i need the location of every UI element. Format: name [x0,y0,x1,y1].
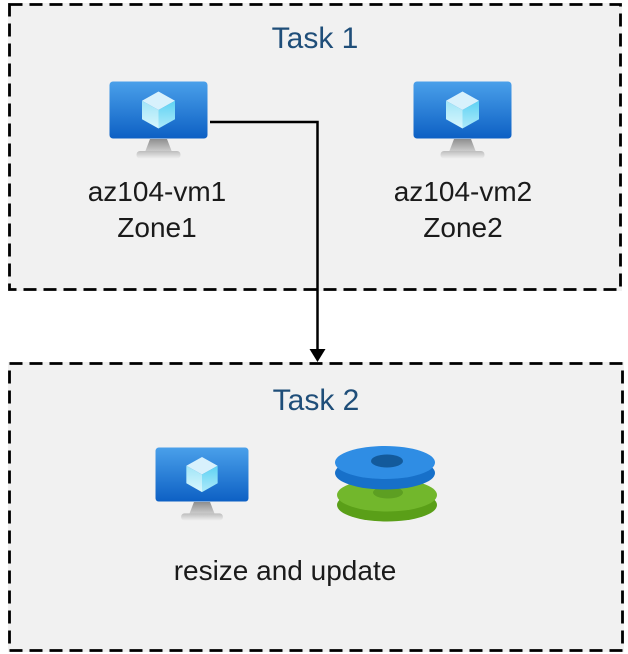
vm2-virtual-machine-icon [413,81,512,159]
task1-title: Task 1 [271,22,359,55]
managed-disks-icon [335,446,437,522]
vm2-zone: Zone2 [423,212,503,243]
vm1-label: az104-vm1 Zone1 [37,174,277,246]
task2-caption: resize and update [173,555,397,586]
task2-title: Task 2 [272,384,360,417]
task1-box: Task 1 az104-vm1 Zone1 az104-vm2 Zone2 [8,3,622,291]
vm1-name: az104-vm1 [87,176,227,207]
vm1-virtual-machine-icon [109,81,208,159]
vm1-zone: Zone1 [117,212,197,243]
task2-box: Task 2 resize and update [8,362,624,652]
vm2-label: az104-vm2 Zone2 [343,174,583,246]
task2-virtual-machine-icon [155,447,249,521]
vm2-name: az104-vm2 [393,176,533,207]
arrow-down-icon [309,349,326,362]
